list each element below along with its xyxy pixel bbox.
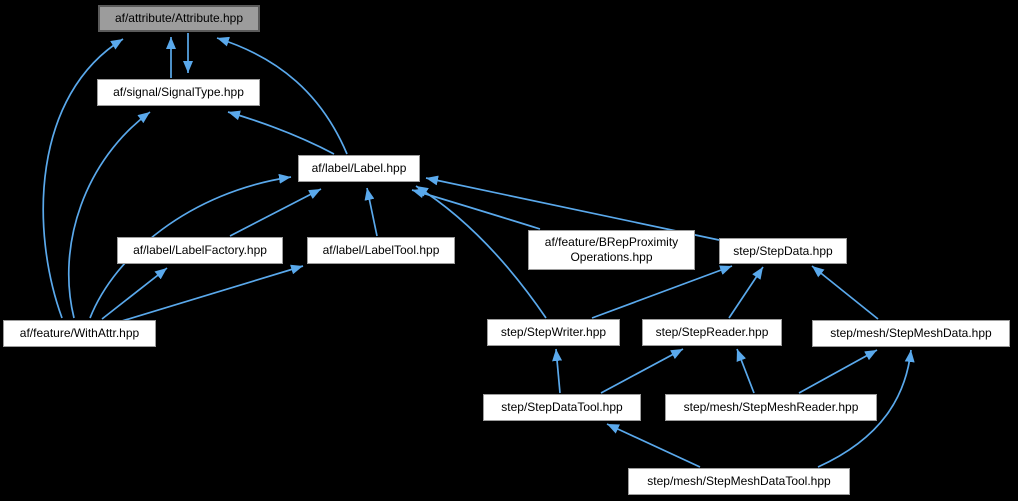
graph-node-stepwriter[interactable]: step/StepWriter.hpp — [487, 319, 620, 346]
edge-label-signaltype — [227, 110, 335, 155]
graph-node-stepdatatool[interactable]: step/StepDataTool.hpp — [483, 394, 641, 421]
edge-brepproximity-label — [411, 188, 541, 230]
graph-node-stepdata[interactable]: step/StepData.hpp — [719, 238, 847, 264]
graph-node-attribute[interactable]: af/attribute/Attribute.hpp — [98, 5, 260, 32]
edge-withattr-labeltool — [121, 264, 304, 322]
edge-labeltool-label — [364, 187, 378, 237]
edge-label-attribute — [216, 36, 348, 155]
edge-stepmeshreader-stepreader — [736, 348, 755, 394]
graph-node-label[interactable]: af/label/Label.hpp — [298, 155, 420, 182]
edge-withattr-labelfactory — [101, 267, 168, 320]
edge-withattr-attribute — [42, 38, 124, 319]
graph-node-brepproximity[interactable]: af/feature/BRepProximity Operations.hpp — [528, 230, 695, 270]
edge-withattr-signaltype — [67, 111, 151, 319]
edge-withattr-label — [89, 173, 292, 319]
edge-stepmeshdata-stepdata — [811, 265, 879, 320]
graph-node-signaltype[interactable]: af/signal/SignalType.hpp — [97, 79, 260, 106]
edge-stepreader-stepdata — [728, 266, 764, 319]
graph-node-stepmeshreader[interactable]: step/mesh/StepMeshReader.hpp — [665, 394, 877, 421]
edge-stepdatatool-stepwriter — [552, 348, 563, 394]
edge-stepdatatool-stepreader — [600, 348, 684, 394]
edge-stepwriter-label — [415, 185, 547, 319]
graph-node-labeltool[interactable]: af/label/LabelTool.hpp — [307, 237, 455, 264]
edge-stepmeshreader-stepmeshdata — [798, 349, 878, 394]
graph-node-stepreader[interactable]: step/StepReader.hpp — [642, 319, 782, 346]
graph-node-stepmeshdata[interactable]: step/mesh/StepMeshData.hpp — [812, 320, 1010, 347]
graph-node-withattr[interactable]: af/feature/WithAttr.hpp — [3, 320, 156, 347]
graph-node-labelfactory[interactable]: af/label/LabelFactory.hpp — [117, 237, 283, 264]
edge-stepdata-label — [425, 175, 720, 241]
edge-stepmeshdatatool-stepmeshdata — [817, 349, 915, 468]
graph-node-stepmeshdatatool[interactable]: step/mesh/StepMeshDataTool.hpp — [628, 468, 850, 495]
edge-stepmeshdatatool-stepdatatool — [606, 423, 701, 468]
edge-stepwriter-stepdata — [591, 265, 733, 319]
edge-labelfactory-label — [229, 188, 322, 237]
